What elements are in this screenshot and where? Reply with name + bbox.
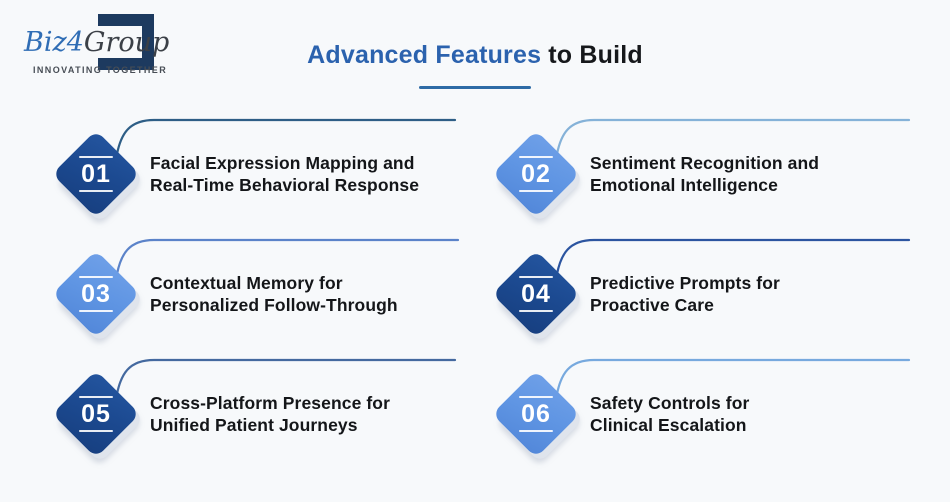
connector-line bbox=[115, 358, 457, 396]
logo-bracket-icon bbox=[98, 14, 173, 70]
feature-text-line1: Contextual Memory for bbox=[150, 273, 343, 293]
feature-text: Cross-Platform Presence for Unified Pati… bbox=[150, 392, 390, 436]
number-overline bbox=[79, 156, 113, 158]
number-underline bbox=[519, 190, 553, 192]
number-overline bbox=[79, 276, 113, 278]
page-title-rest: to Build bbox=[548, 41, 643, 69]
feature-text: Sentiment Recognition and Emotional Inte… bbox=[590, 152, 819, 196]
feature-text-line1: Safety Controls for bbox=[590, 393, 750, 413]
feature-text-line2: Unified Patient Journeys bbox=[150, 415, 358, 435]
feature-number-box: 02 bbox=[505, 143, 567, 205]
feature-number-box: 04 bbox=[505, 263, 567, 325]
feature-item-02: 02 Sentiment Recognition and Emotional I… bbox=[486, 112, 911, 238]
feature-text-line1: Facial Expression Mapping and bbox=[150, 153, 415, 173]
number-underline bbox=[519, 310, 553, 312]
feature-text-line2: Clinical Escalation bbox=[590, 415, 747, 435]
logo-text: Biz4Group bbox=[24, 28, 169, 58]
feature-number-box: 06 bbox=[505, 383, 567, 445]
feature-text-line2: Real-Time Behavioral Response bbox=[150, 175, 420, 195]
connector-line bbox=[115, 238, 460, 276]
feature-number-box: 03 bbox=[65, 263, 127, 325]
title-underline bbox=[419, 86, 531, 89]
feature-number-box: 05 bbox=[65, 383, 127, 445]
feature-item-05: 05 Cross-Platform Presence for Unified P… bbox=[46, 352, 458, 478]
logo-text-group: Group bbox=[83, 27, 170, 58]
feature-number: 05 bbox=[81, 400, 111, 428]
feature-item-04: 04 Predictive Prompts for Proactive Care bbox=[486, 232, 911, 358]
number-overline bbox=[519, 276, 553, 278]
logo-tagline: INNOVATING TOGETHER bbox=[33, 65, 168, 75]
feature-text: Facial Expression Mapping and Real-Time … bbox=[150, 152, 419, 196]
number-underline bbox=[79, 190, 113, 192]
feature-text: Predictive Prompts for Proactive Care bbox=[590, 272, 780, 316]
feature-text-line2: Proactive Care bbox=[590, 295, 714, 315]
feature-text-line2: Emotional Intelligence bbox=[590, 175, 778, 195]
feature-text-line1: Cross-Platform Presence for bbox=[150, 393, 391, 413]
connector-line bbox=[555, 238, 911, 276]
feature-number-box: 01 bbox=[65, 143, 127, 205]
page-title-highlight: Advanced Features bbox=[307, 41, 542, 69]
logo-bracket-notch bbox=[160, 39, 173, 51]
number-overline bbox=[79, 396, 113, 398]
number-overline bbox=[519, 396, 553, 398]
feature-number: 03 bbox=[81, 280, 111, 308]
number-underline bbox=[79, 310, 113, 312]
feature-number: 01 bbox=[81, 160, 111, 188]
feature-number: 06 bbox=[521, 400, 551, 428]
connector-line bbox=[115, 118, 457, 156]
connector-line bbox=[555, 358, 911, 396]
feature-text-line2: Personalized Follow-Through bbox=[150, 295, 398, 315]
connector-line bbox=[555, 118, 911, 156]
feature-number: 02 bbox=[521, 160, 551, 188]
feature-text: Safety Controls for Clinical Escalation bbox=[590, 392, 749, 436]
biz4group-logo: Biz4Group INNOVATING TOGETHER bbox=[24, 12, 184, 84]
number-underline bbox=[79, 430, 113, 432]
feature-item-06: 06 Safety Controls for Clinical Escalati… bbox=[486, 352, 911, 478]
feature-text-line1: Predictive Prompts for bbox=[590, 273, 780, 293]
number-overline bbox=[519, 156, 553, 158]
feature-number: 04 bbox=[521, 280, 551, 308]
logo-text-4: 4 bbox=[66, 27, 84, 58]
logo-text-biz: Biz bbox=[24, 27, 67, 58]
feature-text: Contextual Memory for Personalized Follo… bbox=[150, 272, 398, 316]
number-underline bbox=[519, 430, 553, 432]
feature-text-line1: Sentiment Recognition and bbox=[590, 153, 820, 173]
feature-item-03: 03 Contextual Memory for Personalized Fo… bbox=[46, 232, 460, 358]
feature-item-01: 01 Facial Expression Mapping and Real-Ti… bbox=[46, 112, 458, 238]
